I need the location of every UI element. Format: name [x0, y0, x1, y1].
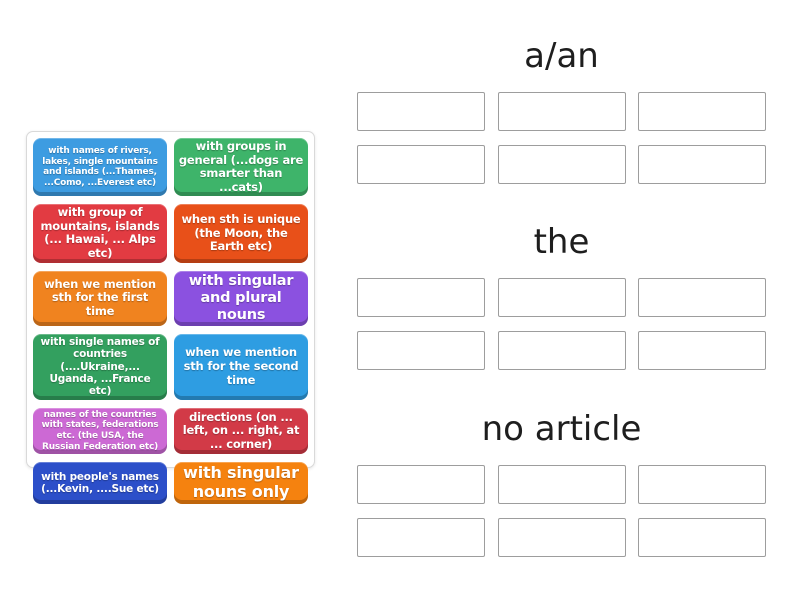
- drop-slot[interactable]: [357, 331, 485, 370]
- drop-slot[interactable]: [638, 465, 766, 504]
- tile-9[interactable]: names of the countries with states, fede…: [33, 407, 167, 455]
- drop-slot[interactable]: [497, 465, 626, 504]
- group-no-article: no article: [357, 406, 766, 557]
- group-the: the: [357, 219, 766, 370]
- drop-slot[interactable]: [497, 518, 626, 557]
- drop-slot[interactable]: [638, 145, 766, 184]
- drop-slot[interactable]: [497, 92, 626, 131]
- tile-7[interactable]: with single names of countries (....Ukra…: [33, 333, 167, 400]
- tile-11[interactable]: with people's names (...Kevin, ....Sue e…: [33, 462, 167, 504]
- drop-slot[interactable]: [357, 278, 485, 317]
- slot-grid-no-article: [357, 465, 766, 557]
- drop-slot[interactable]: [357, 92, 485, 131]
- tile-10[interactable]: directions (on ... left, on ... right, a…: [174, 407, 308, 455]
- group-a-an: a/an: [357, 33, 766, 184]
- slot-grid-the: [357, 278, 766, 370]
- tile-source-panel: with names of rivers, lakes, single moun…: [26, 131, 315, 504]
- drop-slot[interactable]: [638, 92, 766, 131]
- drop-slot[interactable]: [357, 518, 485, 557]
- tile-2[interactable]: with groups in general (...dogs are smar…: [174, 138, 308, 197]
- drop-slot[interactable]: [638, 331, 766, 370]
- group-heading-the: the: [533, 222, 590, 262]
- slot-grid-a-an: [357, 92, 766, 184]
- tile-5[interactable]: when we mention sth for the first time: [33, 270, 167, 326]
- drop-slot[interactable]: [357, 465, 485, 504]
- drop-slot[interactable]: [357, 145, 485, 184]
- group-heading-a-an: a/an: [524, 36, 599, 76]
- tile-12[interactable]: with singular nouns only: [174, 462, 308, 504]
- drop-slot[interactable]: [497, 278, 626, 317]
- drop-slot[interactable]: [497, 145, 626, 184]
- drop-slot[interactable]: [638, 518, 766, 557]
- tile-8[interactable]: when we mention sth for the second time: [174, 333, 308, 400]
- tile-3[interactable]: with group of mountains, islands (... Ha…: [33, 204, 167, 263]
- drop-slot[interactable]: [638, 278, 766, 317]
- drop-slot[interactable]: [497, 331, 626, 370]
- tile-4[interactable]: when sth is unique (the Moon, the Earth …: [174, 204, 308, 263]
- group-heading-no-article: no article: [481, 409, 642, 449]
- tile-1[interactable]: with names of rivers, lakes, single moun…: [33, 138, 167, 197]
- tile-6[interactable]: with singular and plural nouns: [174, 270, 308, 326]
